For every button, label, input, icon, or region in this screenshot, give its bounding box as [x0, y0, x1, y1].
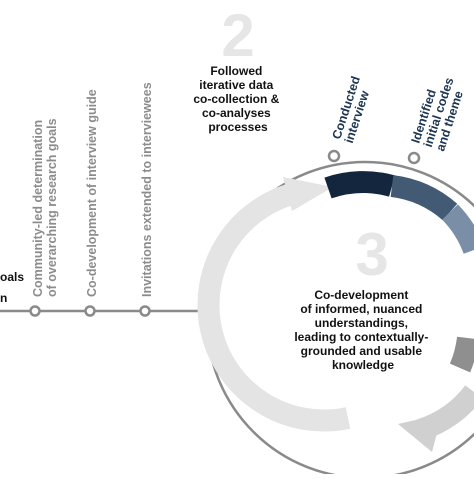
timeline-node-interview-guide [84, 305, 96, 317]
cycle-arrow-light [197, 181, 351, 432]
stage-two-caption-line: co-analyses [202, 106, 271, 120]
stage-two-number: 2 [221, 2, 254, 69]
stage-two-caption: Followed iterative data co-collection & … [193, 64, 282, 134]
timeline-label-community-led: Community-led determination of overarchi… [31, 116, 59, 297]
partial-label-top: oals [0, 270, 24, 284]
cycle-band-slate [390, 175, 458, 221]
stage-three-caption-line: grounded and usable [301, 344, 423, 358]
cycle-band-steel [441, 204, 474, 255]
cycle-band-gray [449, 336, 474, 373]
stage-three-number: 3 [355, 221, 388, 288]
timeline-label-invitations: Invitations extended to interviewees [140, 82, 154, 297]
cycle-node-conducted-interview [327, 149, 341, 163]
timeline-label-line: Community-led determination [31, 120, 45, 297]
stage-two-caption-line: Followed [210, 64, 262, 78]
timeline-label-interview-guide: Co-development of interview guide [85, 89, 99, 297]
stage-two-caption-line: iterative data [199, 78, 273, 92]
timeline-node-community-led [29, 305, 41, 317]
cycle-label-identified-codes: Identified initial codes and theme [409, 69, 470, 153]
stage-three-caption-line: knowledge [332, 358, 394, 372]
stage-three-caption-line: of informed, nuanced [300, 302, 422, 316]
stage-three-caption-line: understandings, [315, 316, 408, 330]
cycle-arrowhead-mid [398, 414, 442, 452]
timeline-label-line: of overarching research goals [45, 118, 59, 297]
stage-three-caption-line: Co-development [314, 288, 408, 302]
cycle-label-conducted-interview: Conducted interview [330, 71, 377, 145]
cycle-arrowhead-light [283, 177, 333, 211]
stage-three-caption: Co-development of informed, nuanced unde… [294, 288, 431, 372]
cycle-node-identified-codes [407, 151, 421, 165]
stage-two-caption-line: co-collection & [193, 92, 279, 106]
cycle-band-navy [324, 171, 395, 199]
partial-label-bottom: n [0, 291, 7, 305]
stage-three-caption-line: leading to contextually- [294, 330, 428, 344]
stage-two-caption-line: processes [208, 120, 268, 134]
timeline-node-invitations [139, 305, 151, 317]
